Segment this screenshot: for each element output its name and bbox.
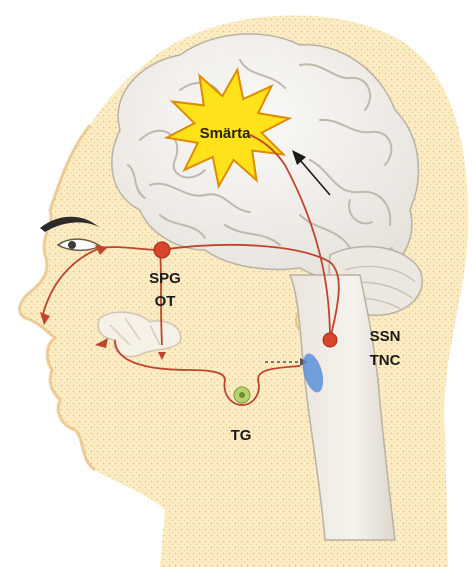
spg-label: SPG xyxy=(149,270,181,287)
tnc-label: TNC xyxy=(370,352,401,369)
spg-node xyxy=(154,242,170,258)
ot-label: OT xyxy=(155,293,176,310)
tg-label: TG xyxy=(231,427,252,444)
pain-label: Smärta xyxy=(200,125,252,142)
ssn-node xyxy=(323,333,337,347)
ssn-label: SSN xyxy=(370,328,401,345)
